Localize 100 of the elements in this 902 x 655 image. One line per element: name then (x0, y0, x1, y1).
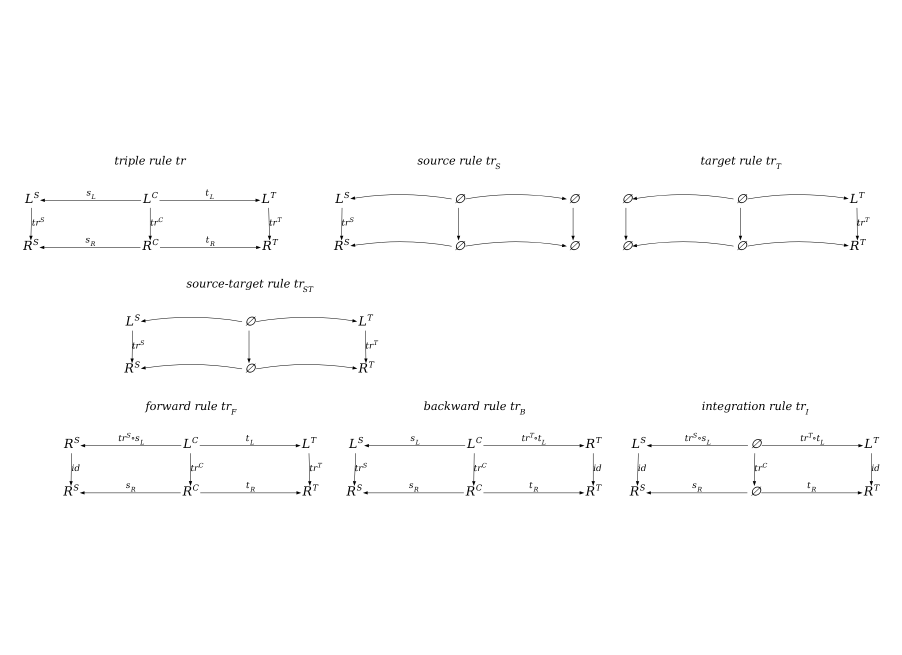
label: backward rule tr$_{B}$ (424, 398, 526, 416)
arrow (130, 330, 134, 363)
arrow (256, 364, 358, 370)
node-text: ∅ (244, 312, 256, 328)
node-text: ∅ (454, 237, 466, 252)
arrow (188, 452, 192, 486)
arrow (571, 207, 575, 240)
edge-label: id (593, 463, 602, 474)
edge-label: id (72, 463, 80, 474)
arrow (747, 241, 849, 246)
edge-label: t$_{L}$ (205, 188, 214, 200)
node-text: ∅ (622, 190, 633, 206)
label: forward rule tr$_{F}$ (146, 398, 236, 416)
edge-label: tr$^{T}$∘t$_{L}$ (522, 432, 546, 446)
arrow (200, 444, 301, 447)
arrow (352, 452, 356, 486)
arrow (40, 198, 142, 202)
arrow (762, 444, 864, 447)
node-text: L$^{C}$ (142, 189, 158, 206)
label: triple rule tr (114, 153, 186, 168)
edge-label: s$_{L}$ (86, 188, 96, 200)
arrow (340, 207, 344, 240)
node-text: ∅ (736, 237, 748, 252)
node-text: L$^{C}$ (183, 434, 198, 451)
label: source-target rule tr$_{ST}$ (186, 276, 314, 294)
edge-label: tr$^{T}$ (269, 216, 282, 228)
node-text: L$^{T}$ (262, 189, 276, 206)
arrow (362, 490, 464, 494)
node-text: R$^{T}$ (586, 434, 602, 451)
node-text: L$^{C}$ (467, 434, 482, 451)
edge-label: tr$^{S}$ (354, 462, 368, 474)
edge-label: s$_{R}$ (86, 235, 96, 248)
node-text: R$^{S}$ (630, 482, 646, 498)
edge-label: t$_{R}$ (807, 480, 816, 493)
arrow (159, 198, 260, 202)
node-text: L$^{T}$ (302, 434, 316, 451)
node-text: R$^{S}$ (23, 236, 39, 252)
arrow (747, 194, 849, 200)
arrow (268, 207, 272, 240)
node-text: R$^{T}$ (262, 236, 278, 252)
node-text: L$^{T}$ (358, 312, 373, 328)
node-text: ∅ (736, 190, 748, 206)
arrow (752, 452, 756, 486)
arrow (350, 241, 452, 246)
edge-label: t$_{R}$ (529, 480, 538, 493)
label: source rule tr$_{S}$ (417, 153, 501, 171)
arrow (364, 330, 368, 363)
node-text: ∅ (568, 237, 580, 252)
node-text: ∅ (568, 190, 580, 206)
edge-label: tr$^{T}$ (856, 216, 870, 228)
edge-label: t$_{L}$ (246, 433, 254, 446)
edge-label: tr$^{S}$ (132, 339, 144, 351)
arrow (80, 444, 182, 447)
arrow (69, 452, 73, 486)
node-text: L$^{S}$ (632, 434, 646, 451)
arrow (483, 490, 584, 494)
node-text: L$^{S}$ (349, 434, 364, 451)
edge-label: tr$^{S}$ (32, 216, 44, 228)
arrow (247, 330, 251, 363)
arrow (465, 241, 567, 247)
arrow (200, 490, 302, 494)
arrow (632, 241, 734, 247)
edge-label: t$_{R}$ (206, 235, 215, 248)
edge-label: tr$^{S}$∘s$_{L}$ (684, 432, 711, 446)
edge-label: s$_{R}$ (408, 480, 419, 493)
arrow (738, 207, 742, 240)
node-text: L$^{S}$ (126, 312, 140, 328)
node-text: R$^{T}$ (302, 482, 318, 498)
node-text: R$^{C}$ (466, 482, 482, 498)
arrow (870, 452, 874, 486)
arrow (148, 207, 152, 240)
arrow (465, 194, 567, 200)
edge-label: s$_{R}$ (692, 480, 702, 493)
arrow (256, 316, 358, 322)
node-text: R$^{S}$ (64, 434, 80, 451)
arrow (29, 207, 33, 240)
node-text: R$^{T}$ (586, 482, 602, 498)
arrow (636, 452, 640, 486)
arrow (646, 444, 748, 447)
node-text: L$^{T}$ (864, 434, 879, 451)
arrow (350, 194, 452, 200)
node-text: R$^{T}$ (850, 236, 866, 252)
node-text: ∅ (454, 190, 466, 206)
node-text: R$^{S}$ (124, 359, 140, 376)
node-text: L$^{T}$ (850, 189, 864, 206)
edge-label: id (871, 463, 880, 474)
node-text: ∅ (750, 436, 762, 451)
arrow (39, 245, 141, 249)
edge-label: s$_{L}$ (410, 433, 420, 446)
node-text: R$^{C}$ (142, 236, 159, 252)
arrow (592, 452, 595, 486)
edge-label: tr$^{S}$ (342, 216, 354, 228)
node-text: ∅ (244, 360, 256, 376)
arrow (456, 207, 460, 240)
node-text: ∅ (622, 237, 633, 252)
arrow (472, 452, 476, 486)
edge-label: tr$^{C}$ (150, 216, 164, 228)
edge-label: id (638, 463, 646, 474)
edge-label: tr$^{C}$ (190, 462, 204, 474)
node-text: L$^{S}$ (335, 189, 350, 206)
